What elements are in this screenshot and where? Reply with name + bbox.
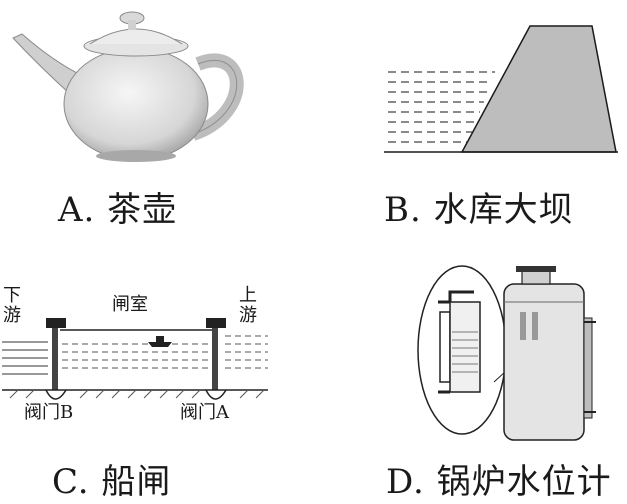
- downstream-label: 下 游: [2, 286, 22, 326]
- option-a-panel: A. 茶壶: [0, 0, 300, 240]
- option-d-panel: D. 锅炉水位计: [300, 260, 627, 504]
- boiler-gauge-icon: [417, 265, 596, 441]
- upstream-label: 上 游: [238, 286, 258, 326]
- valve-a-label: 阀门A: [180, 402, 229, 423]
- teapot-icon: [12, 11, 244, 162]
- valve-b-label: 阀门B: [24, 402, 74, 423]
- option-b-caption: B. 水库大坝: [384, 190, 574, 230]
- option-c-panel: 下 游 闸室 上 游 阀门B 阀门A C. 船闸: [0, 260, 300, 504]
- option-a-caption: A. 茶壶: [58, 190, 178, 230]
- upstream-char-2: 游: [239, 305, 257, 326]
- option-d-caption: D. 锅炉水位计: [386, 462, 612, 502]
- ship-lock-icon: [2, 318, 268, 400]
- downstream-char-1: 下: [3, 285, 21, 306]
- option-c-caption: C. 船闸: [52, 462, 172, 502]
- option-b-panel: B. 水库大坝: [300, 0, 627, 240]
- lock-chamber-label: 闸室: [112, 294, 148, 315]
- dam-icon: [384, 25, 618, 153]
- upstream-char-1: 上: [239, 285, 257, 306]
- downstream-char-2: 游: [3, 305, 21, 326]
